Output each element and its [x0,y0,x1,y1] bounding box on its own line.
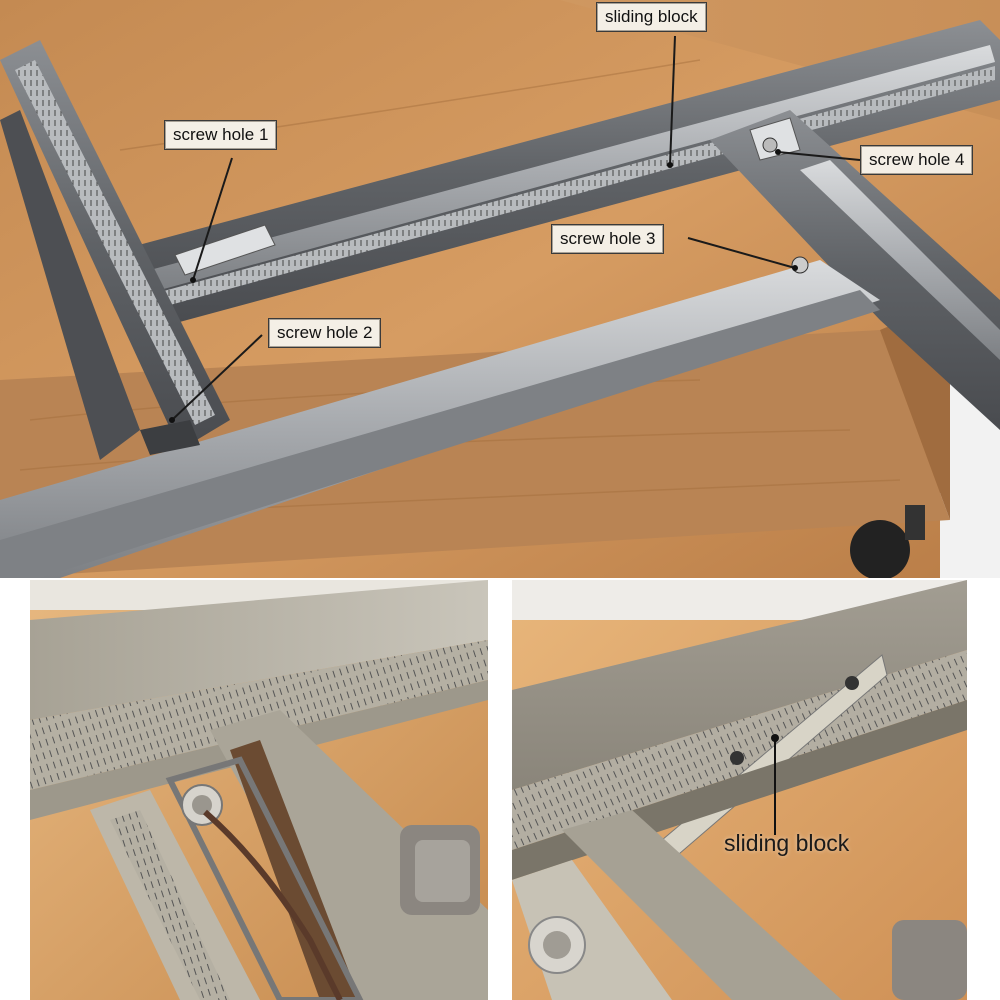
bottom-left-illustration [30,580,488,1000]
callout-screw-hole-3: screw hole 3 [551,224,665,254]
callout-screw-hole-2: screw hole 2 [268,318,382,348]
top-product-photo: sliding block screw hole 1 screw hole 2 … [0,0,1000,578]
bottom-right-detail-photo: sliding block [512,580,967,1000]
sliding-block-label: sliding block [724,830,850,856]
bottom-left-detail-photo [30,580,488,1000]
top-photo-illustration [0,0,1000,578]
callout-screw-hole-4: screw hole 4 [860,145,974,175]
bottom-right-illustration [512,580,967,1000]
callout-sliding-block: sliding block [596,2,707,32]
callout-screw-hole-1: screw hole 1 [164,120,278,150]
